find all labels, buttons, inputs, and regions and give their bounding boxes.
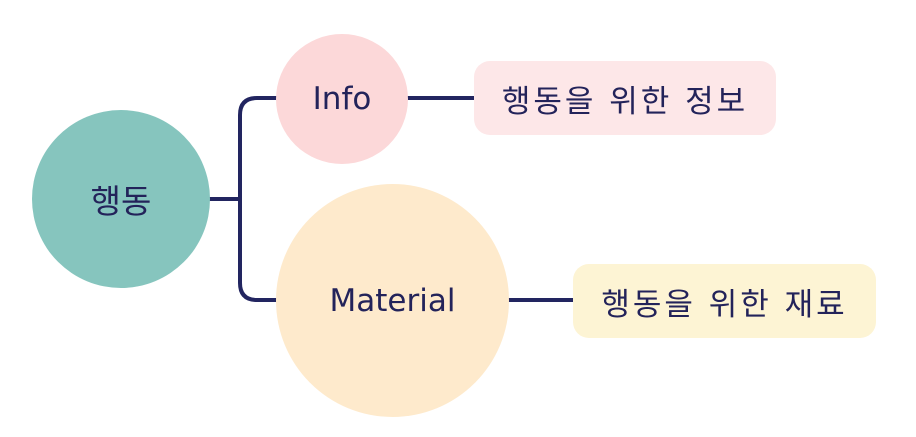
root-node-label: 행동 [90, 182, 152, 221]
branch-node-material-label: Material [329, 282, 456, 319]
branch-node-info: Info [276, 34, 408, 164]
connector-root-to-branches [208, 96, 278, 302]
detail-box-material: 행동을 위한 재료 [573, 264, 876, 338]
detail-box-info: 행동을 위한 정보 [474, 61, 776, 135]
detail-box-info-label: 행동을 위한 정보 [501, 83, 749, 120]
root-node: 행동 [32, 110, 210, 288]
detail-box-material-label: 행동을 위한 재료 [601, 286, 848, 323]
branch-node-material: Material [276, 184, 509, 417]
branch-node-info-label: Info [312, 81, 372, 117]
